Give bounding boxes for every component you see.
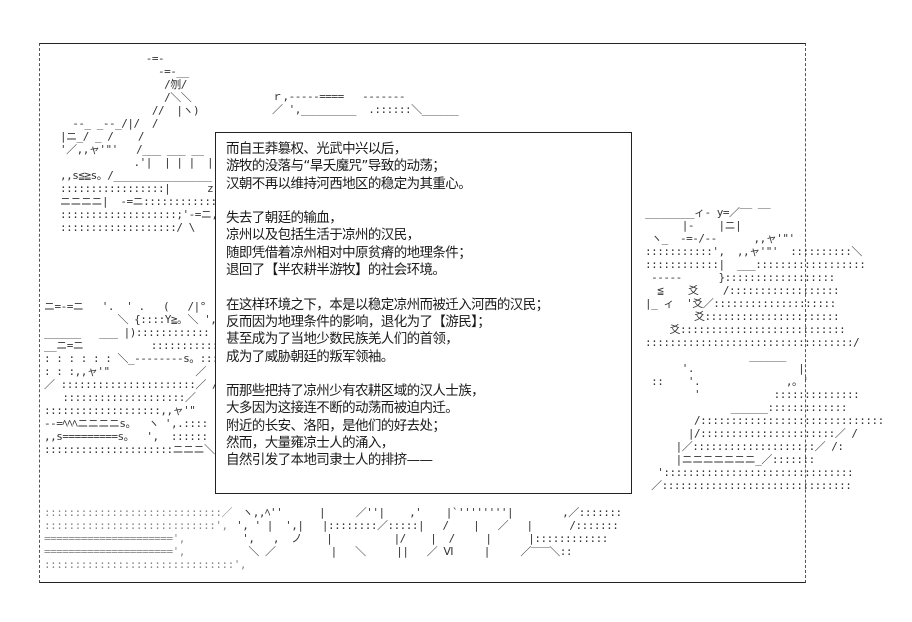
ascii-art-figure-top-left: -=- -=-__ /刎/ /＼＼ // |ヽ) --_ _--_/|/ / |… xyxy=(60,52,244,234)
narration-line: 甚至成为了当地少数民族羌人们的首领， xyxy=(226,331,459,348)
ascii-art-ground-left: :::::::::::::::::::::::::::::／ :::::::::… xyxy=(44,506,247,571)
paragraph-gap xyxy=(226,279,631,296)
narration-line: 然而，大量雍凉士人的涌入， xyxy=(226,435,394,452)
narration-line: 退回了【半农耕半游牧】的社会环境。 xyxy=(226,262,446,279)
narration-box: 而自王莽篡权、光武中兴以后，游牧的没落与“旱夭魔咒”导致的动荡；汉朝不再以维持河… xyxy=(215,132,632,494)
panel-frame xyxy=(39,43,806,583)
narration-line: 而那些把持了凉州少有农耕区域的汉人士族， xyxy=(226,383,485,400)
narration-line: 而自王莽篡权、光武中兴以后， xyxy=(226,141,407,157)
narration-line: 汉朝不再以维持河西地区的稳定为其重心。 xyxy=(226,175,472,192)
narration-line: 随即凭借着凉州相对中原贫瘠的地理条件； xyxy=(226,244,472,261)
paragraph-gap xyxy=(226,193,631,210)
ascii-art-top-center: ｒ,-----==== ------- ／ ',_________ .:::::… xyxy=(272,90,459,116)
narration-line: 大多因为这接连不断的动荡而被迫内迁。 xyxy=(226,400,459,417)
narration-line: 游牧的没落与“旱夭魔咒”导致的动荡； xyxy=(226,158,446,175)
ascii-art-figure-right: ________ィ‐ y=／‾‾ ‾‾ |‐ |ニ| ヽ_ -=-/-- ,,ャ… xyxy=(645,206,884,492)
narration-line: 凉州以及包括生活于凉州的汉民， xyxy=(226,227,420,244)
narration-line: 自然引发了本地司隶士人的排挤—— xyxy=(226,452,433,469)
narration-line: 成为了威胁朝廷的叛军领袖。 xyxy=(226,348,394,365)
ascii-art-title-lettering: ヽ,,ﾍ'' | ／''| ,' |`''''''''| ,／::::::: '… xyxy=(236,506,622,558)
ascii-art-figure-left-mid: ニ=-=ニ '. ' . ( /|° ＼ {::::Y≧。＼ ', ______… xyxy=(44,300,240,456)
paragraph-gap xyxy=(226,366,631,383)
narration-line: 失去了朝廷的输血， xyxy=(226,210,343,227)
narration-line: 附近的长安、洛阳，是他们的好去处； xyxy=(226,417,446,434)
narration-line: 反而因为地理条件的影响，退化为了【游民】； xyxy=(226,313,491,330)
narration-line: 在这样环境之下，本是以稳定凉州而被迁入河西的汉民； xyxy=(226,296,549,313)
